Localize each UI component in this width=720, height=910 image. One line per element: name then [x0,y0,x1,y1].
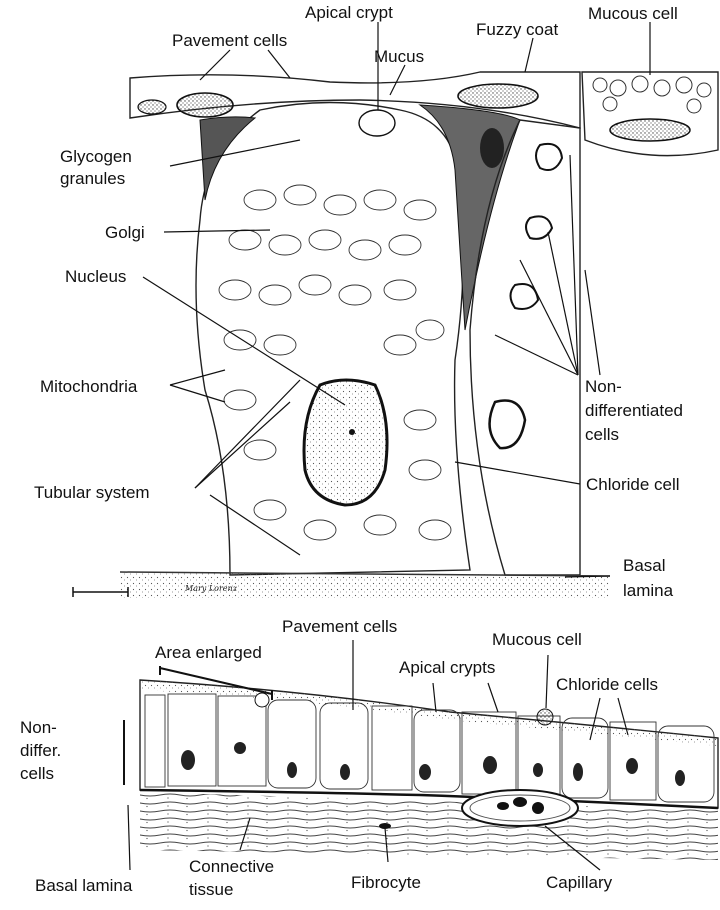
accessory-nucleus [480,128,504,168]
mucous-cell-lower [536,708,554,726]
area-enlarged-bracket [159,666,273,700]
scale-bar [72,587,129,597]
nondiff-nucleus [525,215,554,240]
bottom-epithelium-diagram: Pavement cells Area enlarged Mucous cell… [20,617,719,899]
label-apical-crypts: Apical crypts [399,658,495,677]
label-pavement-cells-lower: Pavement cells [282,617,397,636]
label-nondiffer-1: Non- [20,718,57,737]
chloride-nucleus [302,378,389,507]
accessory-cell [199,116,257,201]
basal-lamina-top [120,572,610,598]
label-nondiff-1: Non- [585,377,622,396]
label-basal-lamina-lower: Basal lamina [35,876,133,895]
label-mucus: Mucus [374,47,424,66]
label-chloride-cell: Chloride cell [586,475,680,494]
label-glycogen-2: granules [60,169,125,188]
nondiff-nucleus [509,283,540,310]
chloride-cell-body [195,101,471,576]
label-basal-2: lamina [623,581,674,600]
label-apical-crypt: Apical crypt [305,3,393,22]
label-area-enlarged: Area enlarged [155,643,262,662]
label-fibrocyte: Fibrocyte [351,873,421,892]
pavement-nucleus [457,83,539,109]
mitochondria-cluster [218,184,452,541]
label-glycogen-1: Glycogen [60,147,132,166]
pavement-nucleus [176,92,234,118]
label-golgi: Golgi [105,223,145,242]
label-nucleus: Nucleus [65,267,126,286]
label-fuzzy-coat: Fuzzy coat [476,20,558,39]
mucous-granules-lower [254,692,270,708]
epithelial-nuclei [181,742,685,786]
label-capillary: Capillary [546,873,613,892]
apical-surface-lower [140,680,718,746]
top-leader-lines [142,22,651,578]
accessory-cell [418,104,521,331]
label-pavement-cells: Pavement cells [172,31,287,50]
mucous-cell [581,71,719,157]
label-mucous-cell: Mucous cell [588,4,678,23]
connective-tissue [140,792,718,860]
bottom-leader-lines [127,640,629,871]
label-nondiffer-2: differ. [20,741,61,760]
epithelium-layer [139,679,719,809]
label-mucous-cell-lower: Mucous cell [492,630,582,649]
fibrocyte-nucleus [379,823,391,829]
label-connective-1: Connective [189,857,274,876]
basal-lamina-lower [139,788,719,810]
nondiff-nucleus [488,399,527,450]
capillary [461,789,579,827]
label-basal-1: Basal [623,556,666,575]
label-nondiffer-3: cells [20,764,54,783]
epithelial-cells [144,693,715,803]
top-cell-diagram: Mary Lorenz Apical crypt [34,3,719,600]
label-nondiff-3: cells [585,425,619,444]
label-connective-2: tissue [189,880,233,899]
apical-crypt-opening [358,109,396,137]
label-mitochondria: Mitochondria [40,377,138,396]
label-nondiff-2: differentiated [585,401,683,420]
artist-signature: Mary Lorenz [184,584,238,593]
label-chloride-cells: Chloride cells [556,675,658,694]
nondifferentiated-cell-region [469,119,581,576]
label-tubular-system: Tubular system [34,483,150,502]
nondiff-nucleus [535,142,564,171]
pavement-nucleus [137,99,167,115]
